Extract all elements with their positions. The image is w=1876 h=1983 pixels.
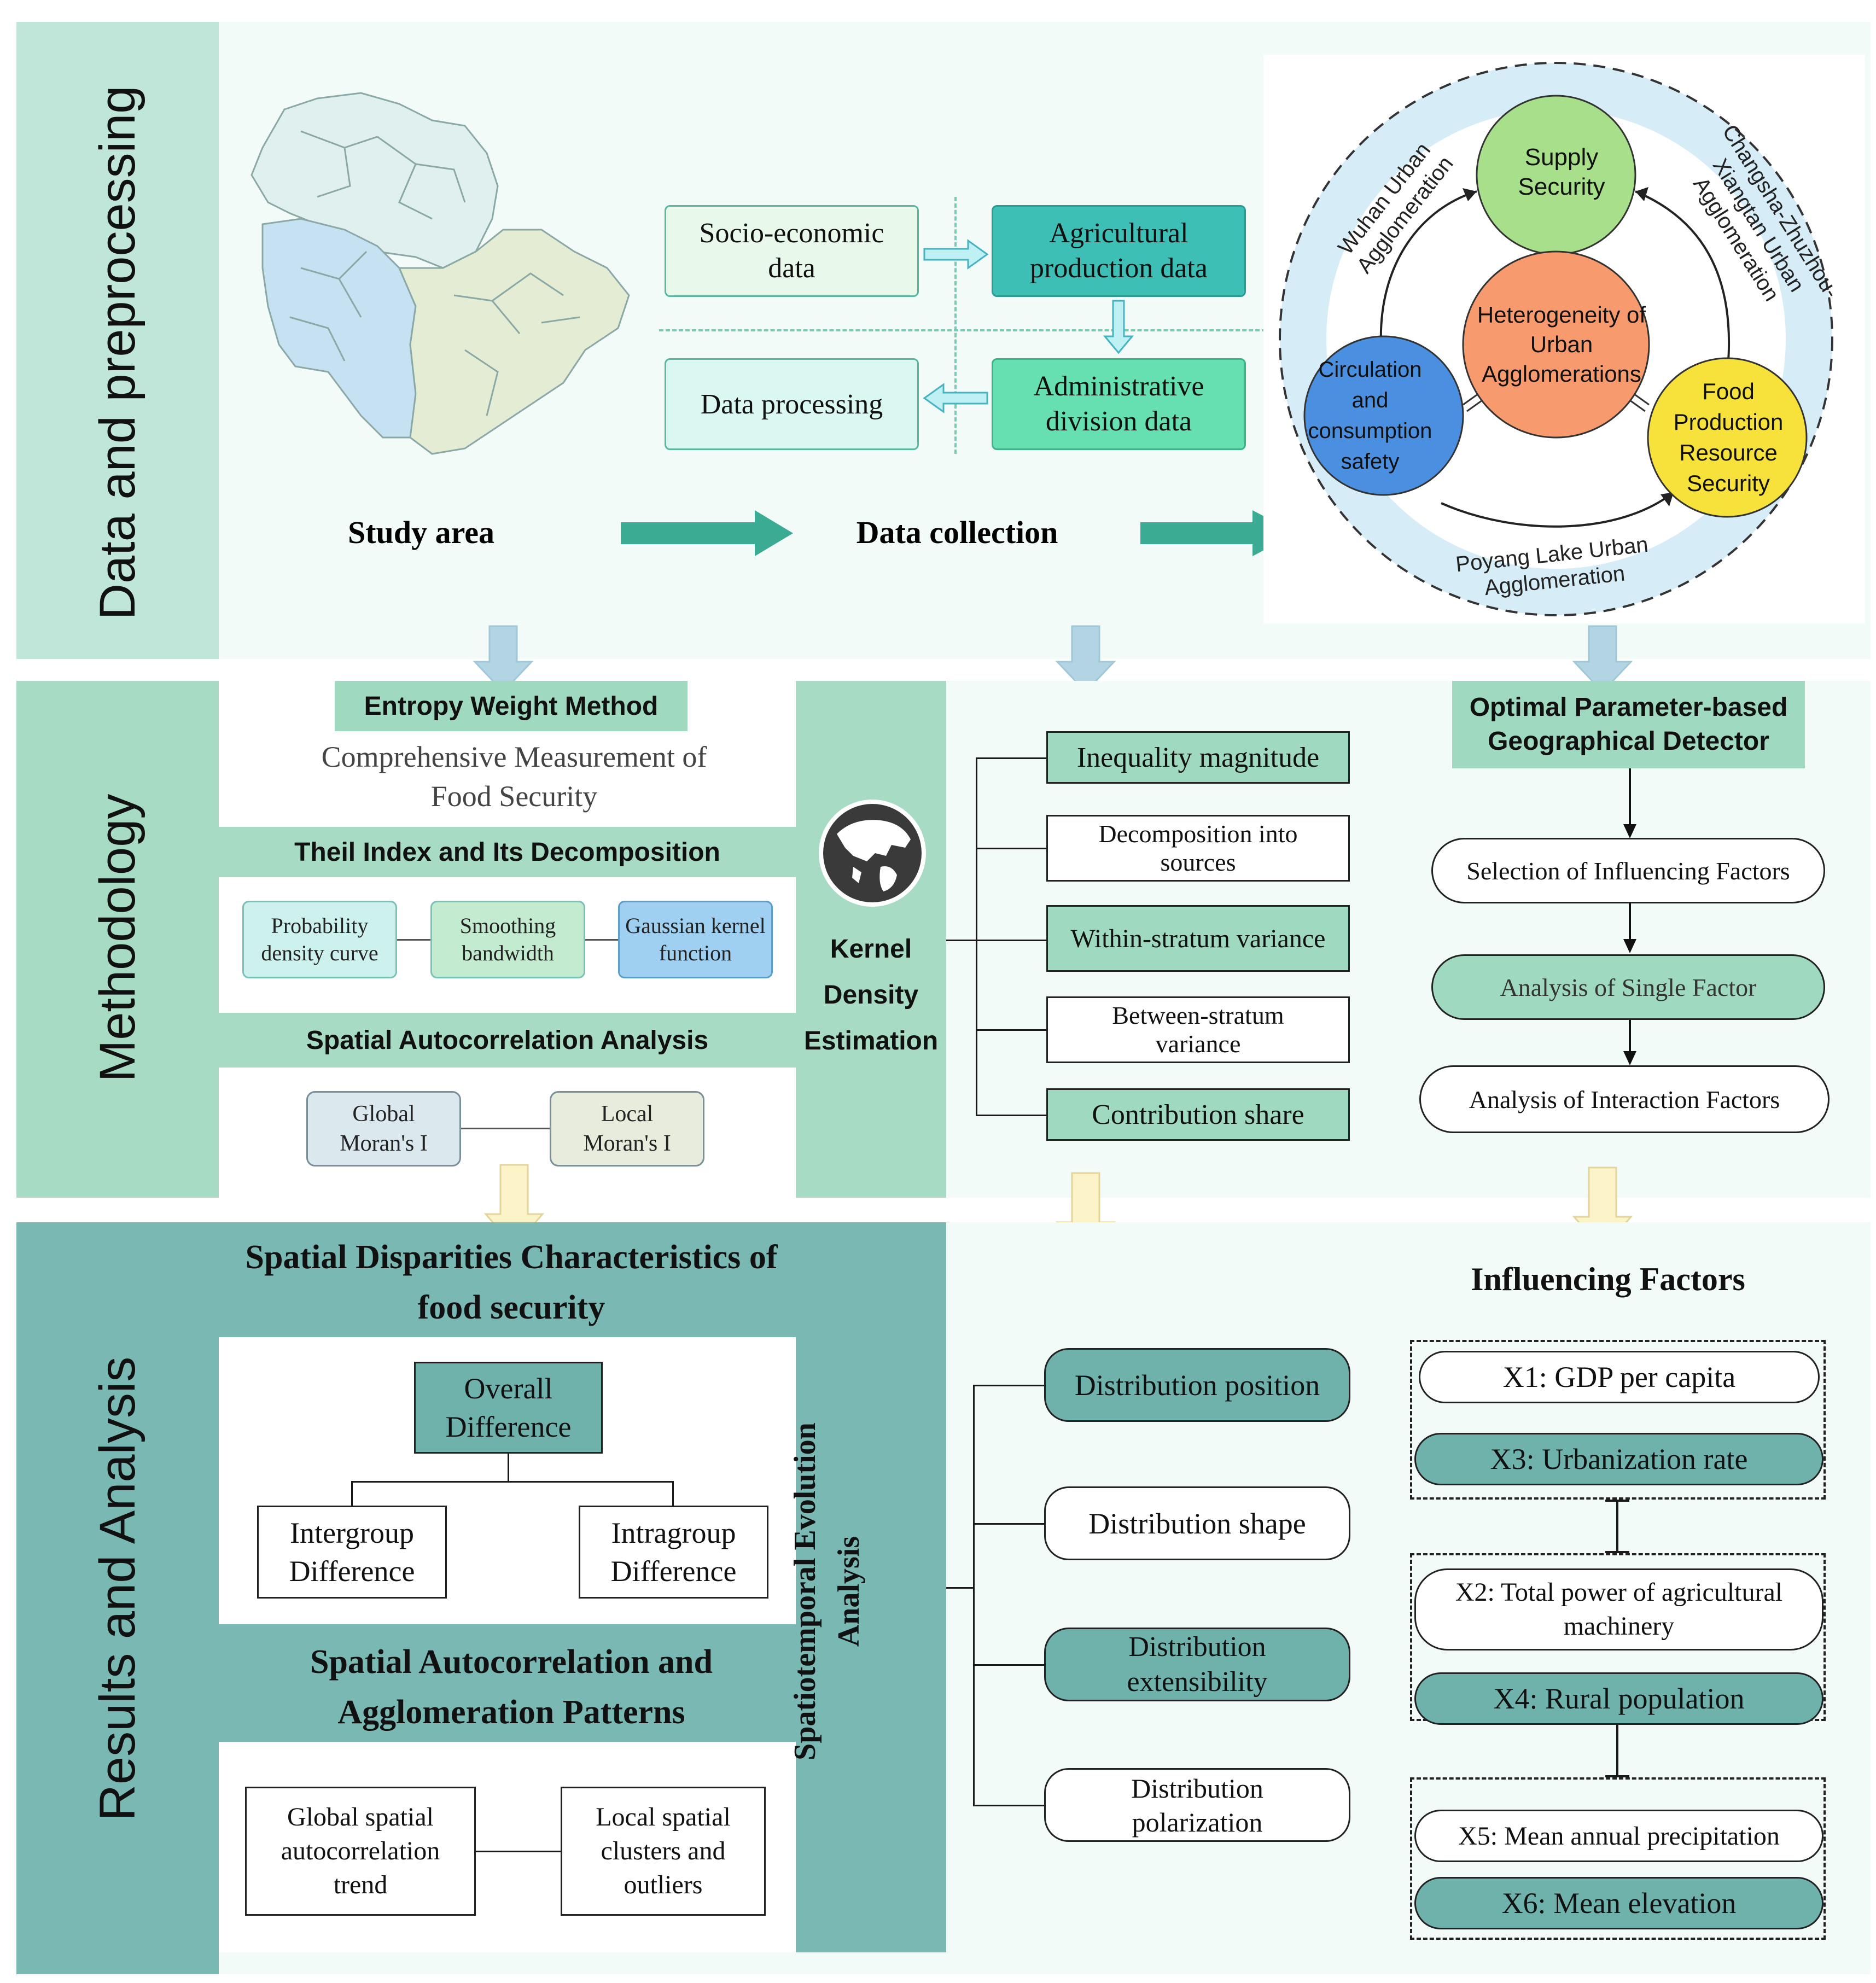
socio-economic-box: Socio-economic data [665, 205, 919, 297]
decomposition-sources-box: Decomposition into sources [1046, 815, 1350, 882]
supply-security-node: Supply Security [1518, 144, 1605, 200]
group-2-3-connector-cap-bottom [1605, 1775, 1629, 1777]
collection-to-circle-arrow [1140, 510, 1296, 556]
probability-density-box: Probability density curve [242, 901, 397, 978]
intragroup-difference-box: Intragroup Difference [579, 1506, 768, 1599]
group-2-3-connector [1616, 1721, 1618, 1777]
morans-connector [461, 1128, 550, 1129]
group-1-2-connector [1616, 1500, 1618, 1553]
theil-item-3-connector [976, 940, 1047, 941]
within-stratum-box: Within-stratum variance [1046, 905, 1350, 972]
geo-detector-arrows [1623, 768, 1636, 1065]
spatiotemporal-label: Spatiotemporal Evolution Analysis [788, 1422, 866, 1760]
between-stratum-box: Between-stratum variance [1046, 996, 1350, 1063]
dashed-divider-vertical [954, 197, 957, 454]
theil-list-stem-vertical [976, 757, 977, 1115]
contribution-share-box: Contribution share [1046, 1088, 1350, 1141]
section1-title: Data and preprocessing [90, 85, 145, 620]
group-1-2-connector-cap-bottom [1605, 1551, 1629, 1553]
theil-item-5-connector [976, 1115, 1047, 1116]
factor-x6-box: X6: Mean elevation [1414, 1877, 1823, 1929]
study-area-label: Study area [347, 515, 495, 550]
distribution-position-box: Distribution position [1044, 1348, 1350, 1422]
circulation-node: Circulation and consumption safety [1308, 358, 1432, 474]
local-clusters-box: Local spatial clusters and outliers [561, 1787, 766, 1916]
spatial-autocorrelation-band: Spatial Autocorrelation Analysis [219, 1013, 796, 1068]
dist-stem-horizontal [946, 1587, 974, 1589]
data-processing-box: Data processing [665, 358, 919, 450]
dist-stem-vertical [973, 1385, 975, 1806]
dashed-divider-horizontal [659, 329, 1299, 331]
distribution-extensibility-box: Distribution extensibility [1044, 1628, 1350, 1701]
framework-circle [1279, 62, 1833, 616]
theil-index-band: Theil Index and Its Decomposition [219, 827, 796, 877]
data-collection-arrows [923, 239, 1134, 413]
agricultural-production-box: Agricultural production data [992, 205, 1246, 297]
food-production-node: Food Production Resource Security [1673, 378, 1784, 496]
factor-group-1 [1410, 1340, 1826, 1500]
global-trend-box: Global spatial autocorrelation trend [245, 1787, 476, 1916]
theil-item-1-connector [976, 757, 1047, 759]
interaction-factors-box: Analysis of Interaction Factors [1419, 1065, 1830, 1133]
trend-clusters-connector [476, 1851, 561, 1852]
group-1-2-connector-cap-top [1605, 1500, 1629, 1502]
dist-item-2-connector [973, 1523, 1044, 1525]
factor-x1-box: X1: GDP per capita [1419, 1351, 1820, 1403]
theil-item-2-connector [976, 848, 1047, 849]
dist-item-1-connector [973, 1385, 1044, 1386]
overall-branch [351, 1481, 674, 1483]
inequality-magnitude-box: Inequality magnitude [1046, 731, 1350, 784]
dist-item-3-connector [973, 1664, 1044, 1666]
autocorrelation-title: Spatial Autocorrelation and Agglomeratio… [310, 1643, 713, 1731]
kernel-density-column [796, 681, 946, 1198]
selection-factors-box: Selection of Influencing Factors [1431, 838, 1825, 903]
intragroup-stem [672, 1481, 674, 1506]
dist-item-4-connector [973, 1805, 1044, 1806]
overall-stem [508, 1454, 509, 1482]
section2-title: Methodology [90, 794, 145, 1082]
factor-x5-box: X5: Mean annual precipitation [1414, 1810, 1823, 1862]
global-morans-box: Global Moran's I [306, 1091, 461, 1167]
study-to-collection-arrow [621, 510, 793, 556]
arrow-down-3 [1572, 625, 1633, 693]
intergroup-stem [351, 1481, 353, 1506]
gaussian-kernel-box: Gaussian kernel function [618, 901, 773, 978]
study-area-map [250, 92, 630, 455]
geo-detector-label: Optimal Parameter-based Geographical Det… [1452, 681, 1805, 768]
influencing-factors-title: Influencing Factors [1471, 1261, 1745, 1297]
kernel-density-label: Kernel Density Estimation [803, 935, 939, 1055]
spatial-disparities-title: Spatial Disparities Characteristics of f… [245, 1239, 778, 1326]
overall-difference-box: Overall Difference [414, 1362, 603, 1454]
distribution-polarization-box: Distribution polarization [1044, 1768, 1350, 1842]
factor-x2-box: X2: Total power of agricultural machiner… [1414, 1568, 1823, 1650]
section3-label-band [16, 1222, 219, 1974]
factor-x4-box: X4: Rural population [1414, 1672, 1823, 1725]
local-morans-box: Local Moran's I [550, 1091, 704, 1167]
factor-group-3 [1410, 1777, 1826, 1940]
arrow-down-2 [1055, 625, 1116, 693]
data-collection-label: Data collection [856, 515, 1058, 550]
factor-x3-box: X3: Urbanization rate [1414, 1433, 1823, 1485]
entropy-weight-label: Entropy Weight Method [335, 681, 688, 731]
comprehensive-measurement-text: Comprehensive Measurement of Food Securi… [321, 740, 707, 813]
section2-label-band [16, 681, 219, 1198]
single-factor-box: Analysis of Single Factor [1431, 954, 1825, 1020]
distribution-shape-box: Distribution shape [1044, 1486, 1350, 1560]
arrow-down-1 [473, 625, 534, 693]
theil-list-stem-horizontal [946, 940, 976, 941]
section1-label-band [16, 22, 219, 659]
theil-item-4-connector [976, 1029, 1047, 1031]
heterogeneity-node: Heterogeneity of Urban Agglomerations [1477, 302, 1646, 387]
smooth-gauss-connector [585, 939, 618, 941]
globe-icon [819, 800, 926, 907]
section3-title: Results and Analysis [90, 1356, 145, 1821]
intergroup-difference-box: Intergroup Difference [257, 1506, 447, 1599]
smoothing-bandwidth-box: Smoothing bandwidth [430, 901, 585, 978]
administrative-division-box: Administrative division data [992, 358, 1246, 450]
prob-smooth-connector [397, 939, 430, 941]
